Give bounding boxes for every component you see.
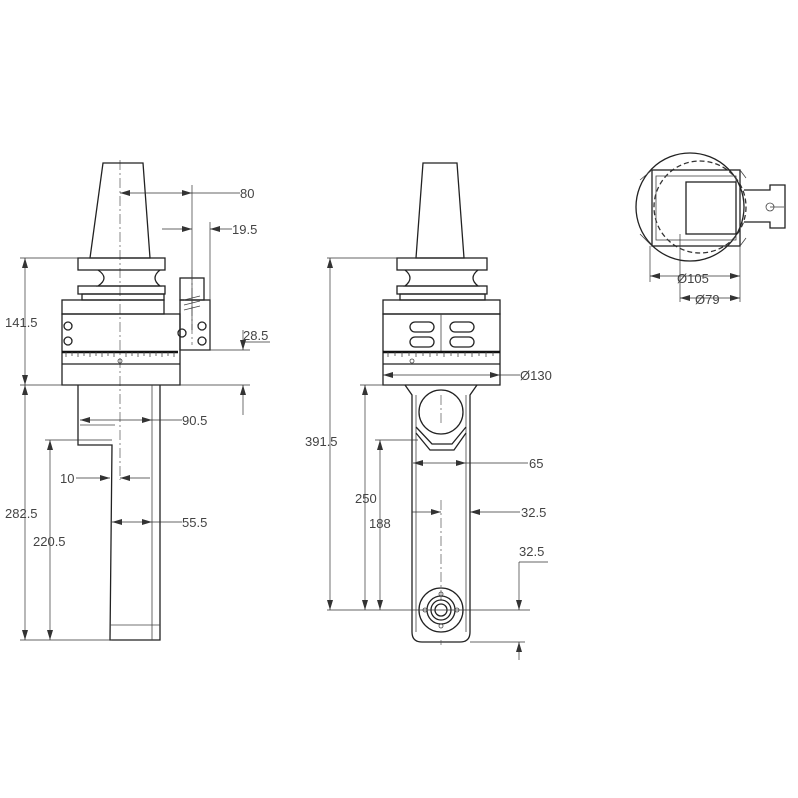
dim-90-5: 90.5 bbox=[182, 413, 207, 428]
flange-groove bbox=[95, 269, 162, 287]
flange-ring-2 bbox=[81, 293, 165, 301]
dim-32-5-vertical: 32.5 bbox=[519, 544, 544, 559]
dim-220-5: 220.5 bbox=[33, 534, 66, 549]
dim-188: 188 bbox=[369, 516, 391, 531]
dim-282-5: 282.5 bbox=[5, 506, 38, 521]
dim-diameter-105: Ø105 bbox=[677, 271, 709, 286]
side-stub bbox=[744, 184, 786, 229]
housing-slots bbox=[409, 321, 475, 348]
dim-391-5: 391.5 bbox=[305, 434, 338, 449]
dim-80: 80 bbox=[240, 186, 254, 201]
dim-diameter-130: Ø130 bbox=[520, 368, 552, 383]
dim-55-5: 55.5 bbox=[182, 515, 207, 530]
side-view: 141.5 282.5 220.5 80 19.5 28.5 90.5 10 5… bbox=[5, 160, 270, 641]
dim-65: 65 bbox=[529, 456, 543, 471]
dim-28-5: 28.5 bbox=[243, 328, 268, 343]
arm-bracket bbox=[77, 385, 161, 641]
scale-ticks bbox=[65, 352, 175, 357]
dim-32-5-horizontal: 32.5 bbox=[521, 505, 546, 520]
dim-141-5: 141.5 bbox=[5, 315, 38, 330]
flange-top bbox=[77, 257, 166, 271]
dim-diameter-79: Ø79 bbox=[695, 292, 720, 307]
top-view: Ø105 Ø79 bbox=[635, 152, 786, 307]
dim-10: 10 bbox=[60, 471, 74, 486]
flange-ring bbox=[77, 285, 166, 295]
outer-circle bbox=[635, 152, 745, 262]
housing bbox=[382, 313, 501, 386]
housing bbox=[61, 313, 181, 386]
bevel-gear-circle bbox=[418, 389, 464, 435]
dim-19-5: 19.5 bbox=[232, 222, 257, 237]
front-view: 391.5 250 188 Ø130 65 32.5 32.5 bbox=[305, 162, 552, 660]
dim-250: 250 bbox=[355, 491, 377, 506]
housing-top bbox=[61, 299, 165, 315]
hidden-circle bbox=[653, 160, 747, 254]
taper-shank bbox=[415, 162, 465, 259]
flange-top bbox=[396, 257, 488, 271]
